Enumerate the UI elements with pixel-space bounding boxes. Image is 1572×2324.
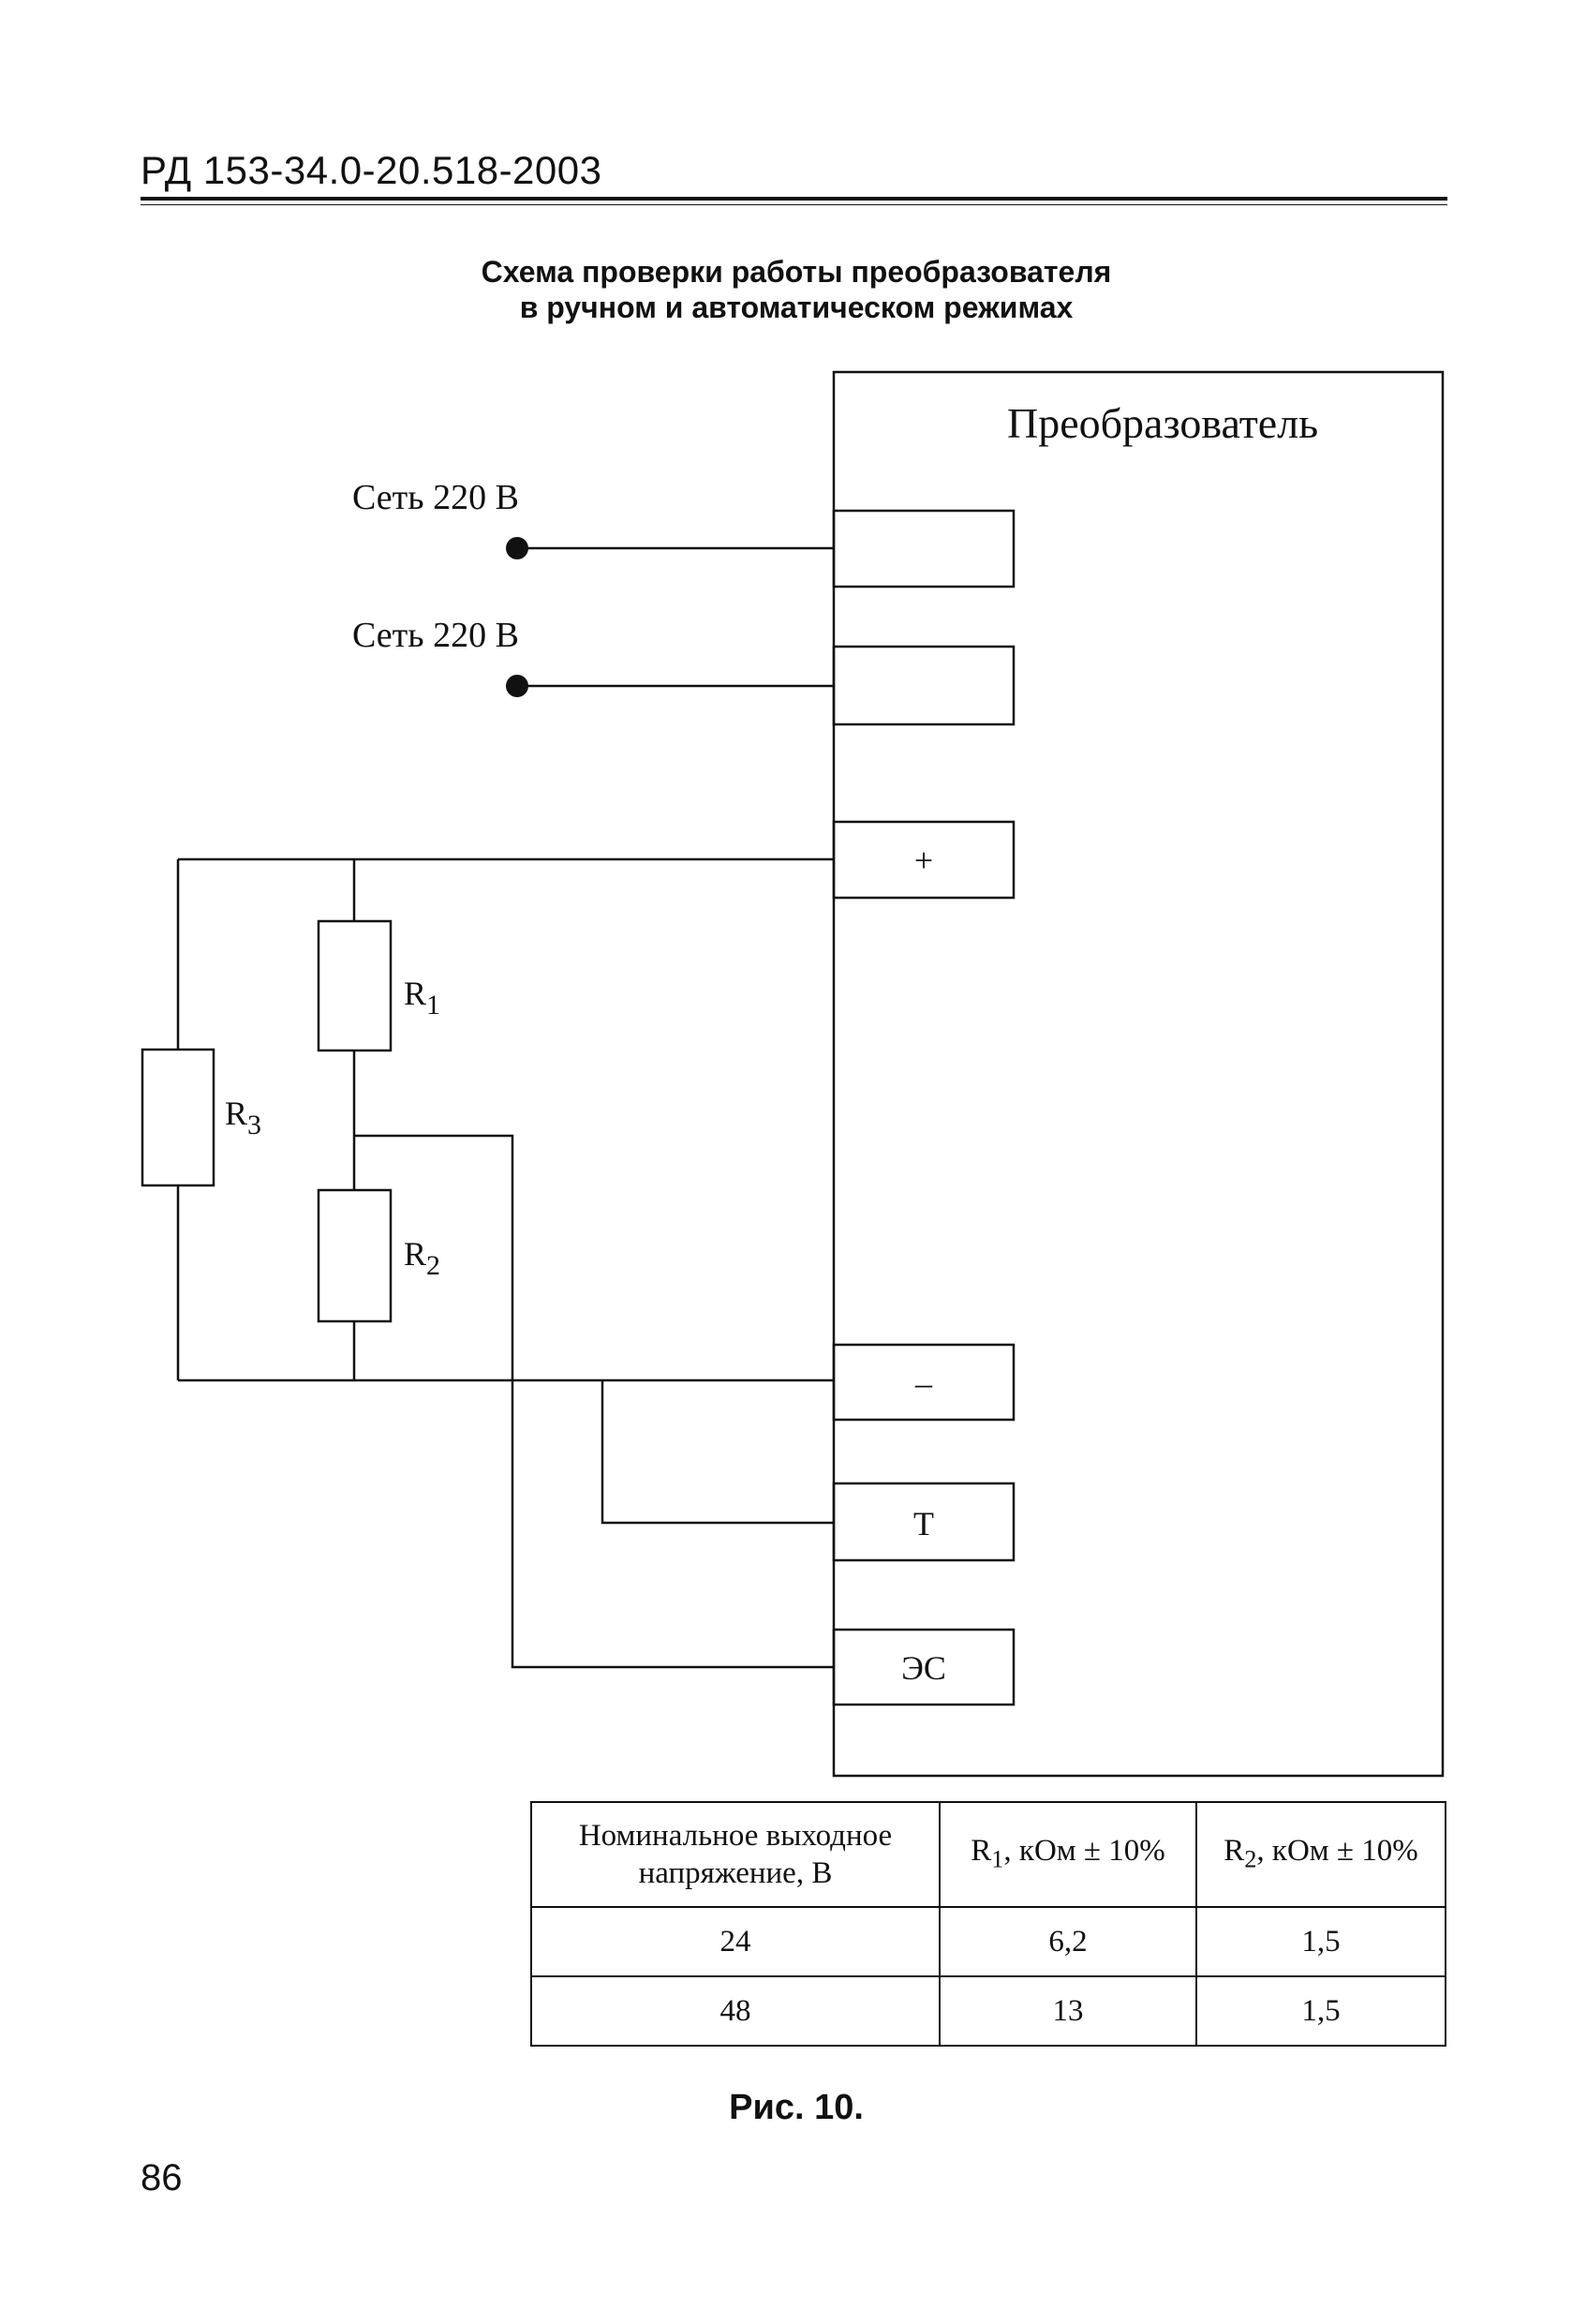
figure-caption: Рис. 10. — [729, 2088, 864, 2127]
resistor-values-table: Номинальное выходное напряжение, В R1, к… — [530, 1801, 1446, 2047]
header-rule-thick — [141, 197, 1447, 201]
cell-voltage: 24 — [530, 1906, 941, 1977]
circuit-diagram: Преобразователь Сеть 220 В Сеть 220 В + … — [141, 370, 1445, 1778]
resistor-r2-label: R2 — [404, 1235, 440, 1281]
converter-label: Преобразователь — [1007, 399, 1318, 447]
mains-label-1: Сеть 220 В — [352, 478, 519, 517]
mains-contact-dot-1 — [506, 537, 528, 559]
table-row: 24 6,2 1,5 — [530, 1906, 1446, 1977]
figure-title-line-1: Схема проверки работы преобразователя — [481, 255, 1112, 289]
header-rule-thin — [141, 204, 1447, 205]
resistor-r2 — [317, 1188, 393, 1323]
t-link-wire — [601, 1380, 834, 1525]
terminal-minus — [832, 1343, 1016, 1422]
es-link-wire — [354, 1134, 834, 1669]
table-header-row: Номинальное выходное напряжение, В R1, к… — [530, 1801, 1446, 1908]
terminal-t-label: Т — [913, 1505, 934, 1542]
header-r1: R1, кОм ± 10% — [939, 1801, 1197, 1908]
cell-voltage: 48 — [530, 1975, 941, 2047]
mains-contact-dot-2 — [506, 675, 528, 697]
resistor-r3-label: R3 — [225, 1095, 261, 1140]
terminal-es-label: ЭС — [901, 1649, 946, 1687]
mains-terminal-2 — [832, 645, 1016, 726]
cell-r1: 13 — [939, 1975, 1197, 2047]
header-voltage: Номинальное выходное напряжение, В — [530, 1801, 941, 1908]
resistor-r1-label: R1 — [404, 975, 440, 1020]
figure-title-line-2: в ручном и автоматическом режимах — [519, 290, 1074, 324]
terminal-plus-label: + — [914, 842, 933, 879]
converter-box — [832, 370, 1445, 1778]
page-number: 86 — [141, 2157, 183, 2198]
terminal-minus-label: – — [914, 1364, 933, 1402]
mains-label-2: Сеть 220 В — [352, 616, 519, 655]
cell-r1: 6,2 — [939, 1906, 1197, 1977]
table-row: 48 13 1,5 — [530, 1975, 1446, 2047]
cell-r2: 1,5 — [1195, 1975, 1446, 2047]
resistor-r1 — [317, 919, 393, 1052]
cell-r2: 1,5 — [1195, 1906, 1446, 1977]
header-r2: R2, кОм ± 10% — [1195, 1801, 1446, 1908]
document-code: РД 153-34.0-20.518-2003 — [141, 148, 602, 192]
resistor-r3 — [141, 1048, 215, 1187]
mains-terminal-1 — [832, 509, 1016, 588]
